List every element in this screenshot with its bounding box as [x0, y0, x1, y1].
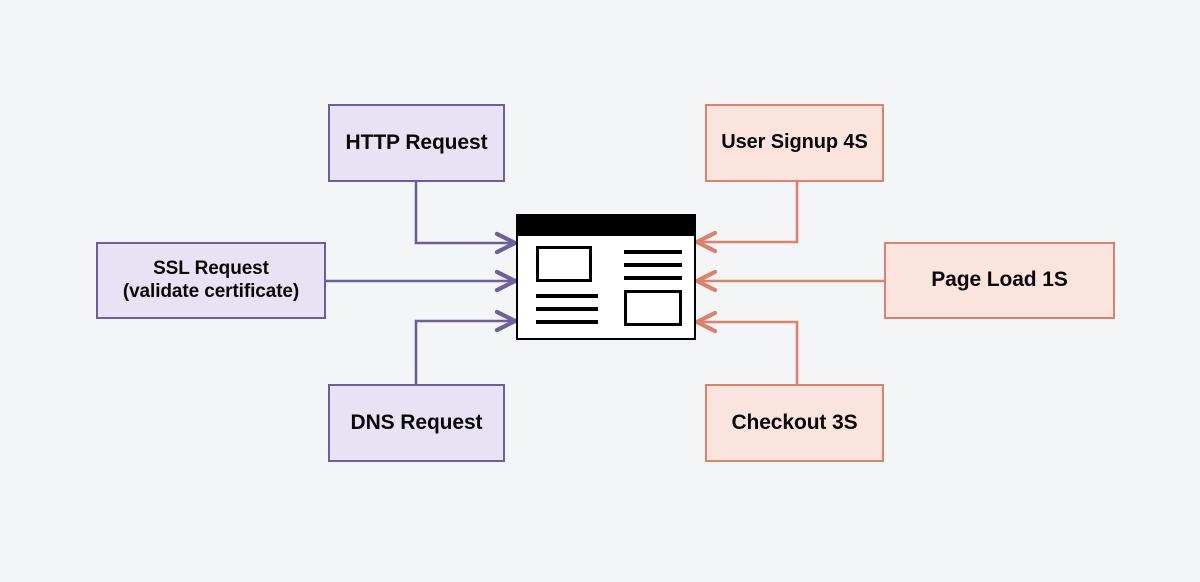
- connector-dns-to-webpage: [414, 309, 518, 384]
- webpage-image-placeholder-bottom-right: [624, 290, 682, 326]
- node-page-load[interactable]: Page Load 1S: [884, 242, 1115, 319]
- webpage-text-line-left-1: [536, 294, 598, 298]
- webpage-text-line-right-2: [624, 263, 682, 267]
- webpage-titlebar: [518, 216, 694, 236]
- node-http-request[interactable]: HTTP Request: [328, 104, 505, 182]
- webpage-text-line-left-3: [536, 320, 598, 324]
- node-ssl-request[interactable]: SSL Request (validate certificate): [96, 242, 326, 319]
- connector-signup-to-webpage: [694, 182, 799, 254]
- node-ssl-request-line2: (validate certificate): [122, 280, 300, 302]
- node-dns-request-label: DNS Request: [350, 410, 483, 434]
- webpage-icon: [516, 214, 696, 340]
- connector-http-to-webpage: [414, 182, 518, 255]
- node-checkout[interactable]: Checkout 3S: [705, 384, 884, 462]
- webpage-text-line-left-2: [536, 307, 598, 311]
- node-http-request-label: HTTP Request: [345, 130, 488, 154]
- webpage-image-placeholder-top-left: [536, 246, 592, 282]
- node-ssl-request-label: SSL Request (validate certificate): [117, 258, 305, 303]
- node-user-signup-label: User Signup 4S: [721, 131, 868, 154]
- node-user-signup[interactable]: User Signup 4S: [705, 104, 884, 182]
- webpage-text-line-right-1: [624, 250, 682, 254]
- node-page-load-label: Page Load 1S: [931, 268, 1068, 292]
- webpage-text-line-right-3: [624, 276, 682, 280]
- node-dns-request[interactable]: DNS Request: [328, 384, 505, 462]
- node-checkout-label: Checkout 3S: [731, 410, 858, 434]
- webpage-body: [518, 236, 694, 338]
- connector-checkout-to-webpage: [694, 310, 799, 384]
- node-ssl-request-line1: SSL Request: [153, 258, 269, 280]
